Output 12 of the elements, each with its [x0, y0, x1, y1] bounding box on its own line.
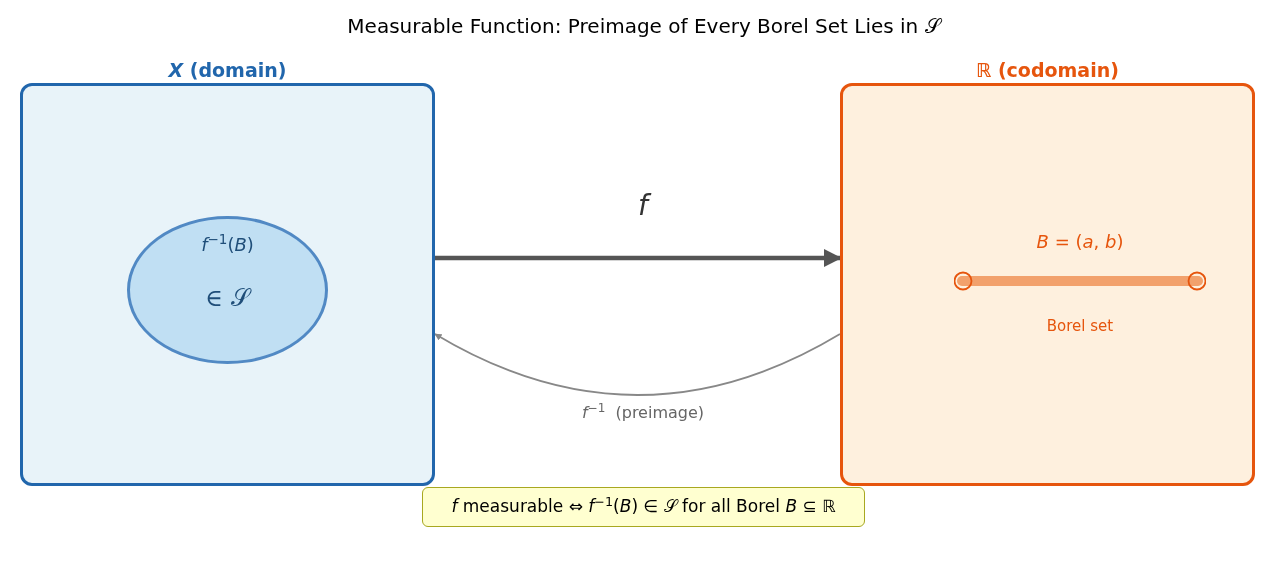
definition-box [422, 487, 865, 527]
definition-text: f measurable ⇔ f$^{−1}$(B) ∈ 𝒮 for all Borel B ⊆ ℝ [451, 494, 836, 519]
edge-label: f$^{−1}$ (preimage) [581, 401, 705, 424]
diagram-title: Measurable Function: Preimage of Every Borel Set Lies in 𝒮 [347, 13, 940, 40]
arrow [435, 249, 842, 267]
panel-heading: X (domain) [168, 58, 287, 83]
panel-heading: ℝ (codomain) [976, 58, 1119, 83]
arrow [434, 333, 841, 396]
interval-caption: Borel set [1046, 316, 1114, 337]
preimage-label: f$^{−1}$(B) [201, 231, 254, 257]
interval-label: B = (a, b) [1036, 230, 1124, 254]
membership-label: ∈ 𝒮 [205, 283, 250, 314]
